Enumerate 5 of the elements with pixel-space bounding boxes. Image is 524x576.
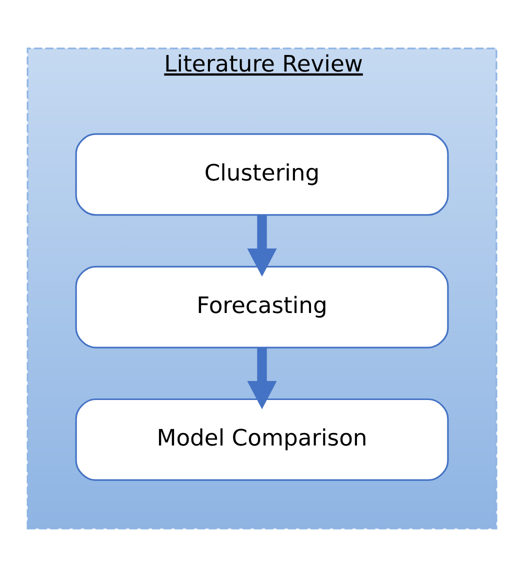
node-box: Forecasting bbox=[75, 265, 449, 348]
arrow bbox=[247, 214, 277, 276]
node-box: Model Comparison bbox=[75, 398, 449, 480]
arrow bbox=[247, 347, 277, 409]
node-box: Clustering bbox=[75, 132, 449, 216]
